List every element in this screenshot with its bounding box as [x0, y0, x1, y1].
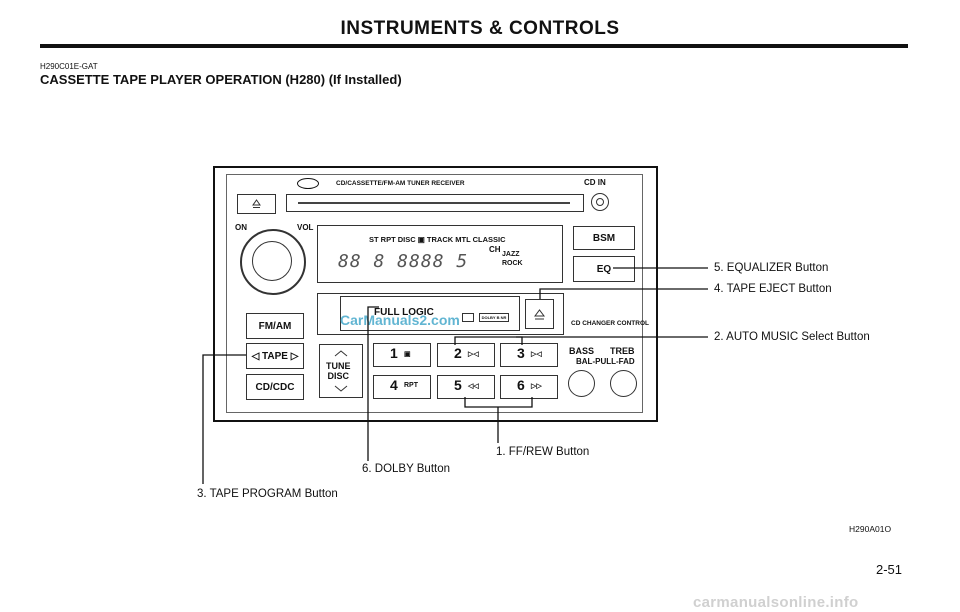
- callout-tape-program: 3. TAPE PROGRAM Button: [197, 488, 338, 500]
- dolby-label: DOLBY B NR: [479, 313, 509, 322]
- tape-button: ◁ TAPE ▷: [246, 343, 304, 369]
- display-ch: CH: [489, 245, 501, 254]
- bass-label: BASS: [569, 346, 595, 356]
- cassette-door: [340, 296, 520, 331]
- tape-eject-button: [525, 299, 554, 329]
- display-rock: ROCK: [502, 260, 523, 267]
- page-number: 2-51: [876, 562, 903, 577]
- tune-disc-button: [319, 344, 363, 398]
- cd-in-indicator-center: [596, 198, 604, 206]
- display-jazz: JAZZ: [502, 251, 520, 258]
- cdcdc-button: CD/CDC: [246, 374, 304, 400]
- full-logic-label: FULL LOGIC: [374, 307, 434, 318]
- section-code: H290C01E-GAT: [40, 62, 98, 71]
- section-title: CASSETTE TAPE PLAYER OPERATION (H280) (I…: [40, 72, 402, 87]
- dolby-indicator: [462, 313, 474, 322]
- vol-label: VOL: [297, 223, 314, 232]
- preset-button-4: 4 RPT: [373, 375, 431, 399]
- callout-auto-music: 2. AUTO MUSIC Select Button: [714, 331, 870, 343]
- callout-equalizer: 5. EQUALIZER Button: [714, 262, 829, 274]
- cd-in-indicator: [591, 193, 609, 211]
- bsm-button: BSM: [573, 226, 635, 250]
- preset-button-2: 2 ▷◁: [437, 343, 495, 367]
- preset-button-6: 6 ▷▷: [500, 375, 558, 399]
- preset-button-1: 1▣: [373, 343, 431, 367]
- cd-changer-label: CD CHANGER CONTROL: [571, 320, 649, 327]
- eq-button: EQ: [573, 256, 635, 282]
- preset-button-5: 5 ◁◁: [437, 375, 495, 399]
- display-segments: 88 8 8888 5: [338, 251, 469, 272]
- cd-slot-line: [298, 202, 570, 204]
- preset-button-3: 3 ▷◁: [500, 343, 558, 367]
- on-label: ON: [235, 223, 247, 232]
- eject-icon: [252, 199, 261, 208]
- tune-label: TUNE: [326, 361, 351, 371]
- preset-number: 2: [454, 345, 462, 361]
- preset-sub: RPT: [404, 382, 418, 389]
- bass-knob: [568, 370, 595, 397]
- callout-dolby: 6. DOLBY Button: [362, 463, 451, 475]
- treb-knob: [610, 370, 637, 397]
- tape-deck: [317, 293, 564, 335]
- disc-label: DISC: [327, 371, 349, 381]
- lcd-display: [317, 225, 563, 283]
- preset-number: 4: [390, 377, 398, 393]
- display-indicators: ST RPT DISC ▣ TRACK MTL CLASSIC: [369, 235, 506, 244]
- radio-faceplate: [226, 174, 643, 413]
- unit-label: CD/CASSETTE/FM-AM TUNER RECEIVER: [336, 180, 465, 187]
- treb-label: TREB: [610, 346, 635, 356]
- preset-number: 3: [517, 345, 525, 361]
- fmam-button: FM/AM: [246, 313, 304, 339]
- bal-fad-label: BAL-PULL-FAD: [576, 357, 635, 366]
- cd-slot: [286, 194, 584, 212]
- callout-ff-rew: 1. FF/REW Button: [496, 446, 590, 458]
- preset-sub: ▷▷: [531, 383, 542, 390]
- chevron-icons: [334, 350, 348, 392]
- preset-number: 6: [517, 377, 525, 393]
- site-watermark: carmanualsonline.info: [693, 594, 859, 611]
- header-rule: [40, 44, 908, 48]
- volume-knob-center: [252, 241, 292, 281]
- preset-sub: ▷◁: [468, 351, 479, 358]
- preset-number: 1: [390, 345, 398, 361]
- cd-in-label: CD IN: [584, 178, 606, 187]
- preset-sub: ▣: [404, 351, 411, 358]
- overlay-watermark: CarManuals2.com: [340, 312, 460, 328]
- callout-tape-eject: 4. TAPE EJECT Button: [714, 283, 832, 295]
- eject-icon: [534, 309, 545, 320]
- brand-logo-icon: [297, 178, 319, 189]
- preset-sub: ◁◁: [468, 383, 479, 390]
- volume-knob: [240, 229, 306, 295]
- preset-sub: ▷◁: [531, 351, 542, 358]
- preset-number: 5: [454, 377, 462, 393]
- page-header-title: INSTRUMENTS & CONTROLS: [340, 18, 620, 39]
- figure-code: H290A01O: [849, 524, 892, 534]
- cd-eject-button: [237, 194, 276, 214]
